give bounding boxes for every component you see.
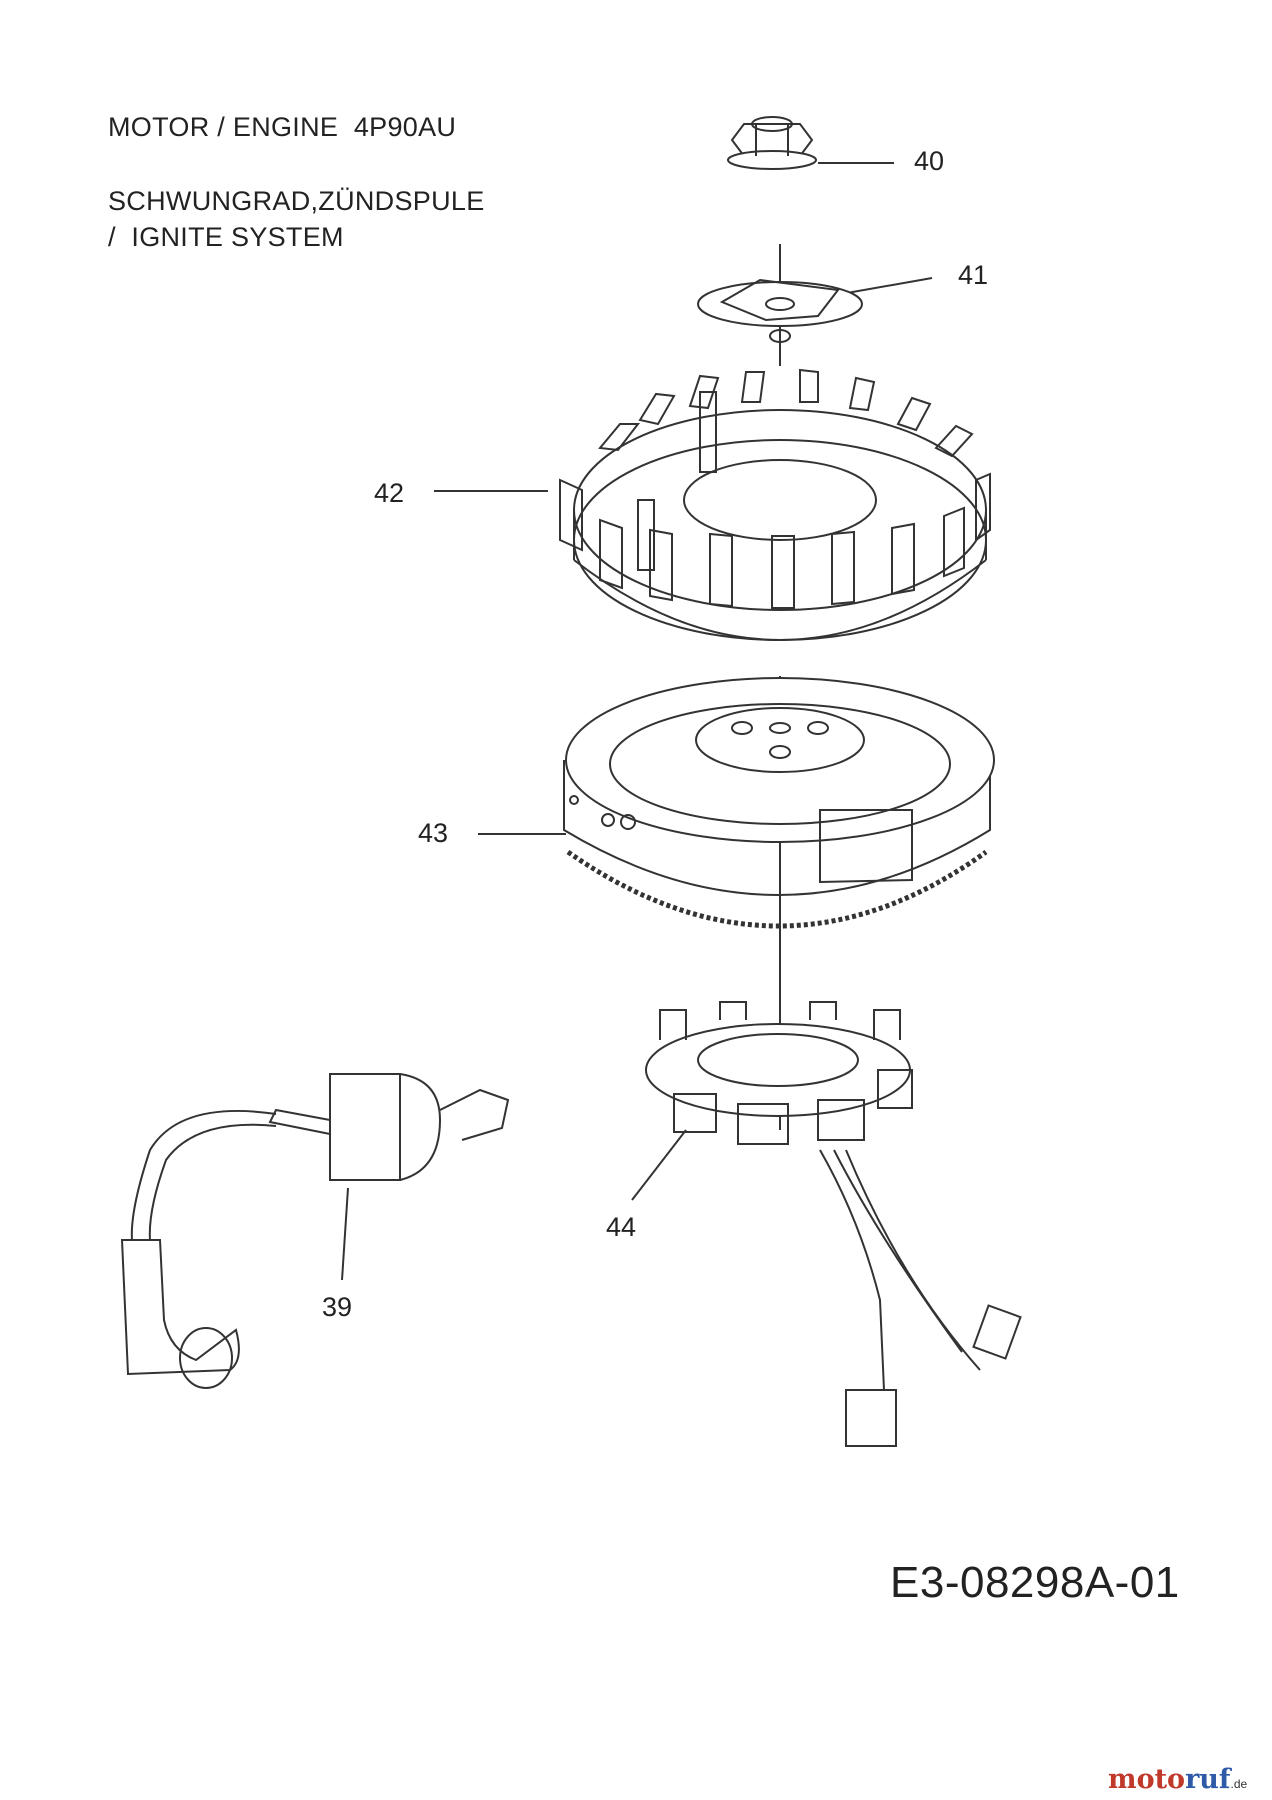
diagram-code: E3-08298A-01 xyxy=(890,1558,1180,1607)
part-label-44: 44 xyxy=(606,1212,637,1242)
watermark-logo: motoruf.de xyxy=(1108,1764,1247,1795)
washer-plate-41 xyxy=(697,278,863,343)
watermark-part1: moto xyxy=(1108,1764,1186,1795)
part-label-40: 40 xyxy=(914,146,945,176)
flywheel-43 xyxy=(563,677,995,929)
flange-nut-40 xyxy=(727,116,817,170)
watermark-part2: ruf xyxy=(1185,1764,1231,1795)
watermark-suffix: .de xyxy=(1230,1777,1248,1791)
diagram-title-german: SCHWUNGRAD,ZÜNDSPULE xyxy=(108,186,485,216)
part-label-42: 42 xyxy=(374,478,405,508)
leader-line-44 xyxy=(631,1129,687,1201)
diagram-title-english: / IGNITE SYSTEM xyxy=(108,222,344,252)
diagram-title-engine: MOTOR / ENGINE 4P90AU xyxy=(108,112,457,142)
part-label-39: 39 xyxy=(322,1292,353,1322)
leader-line-39 xyxy=(341,1187,349,1281)
flywheel-fan-42 xyxy=(559,368,991,641)
ignition-coil-39 xyxy=(120,1073,510,1389)
part-label-41: 41 xyxy=(958,260,989,290)
part-label-43: 43 xyxy=(418,818,449,848)
stator-44 xyxy=(645,1001,1022,1447)
